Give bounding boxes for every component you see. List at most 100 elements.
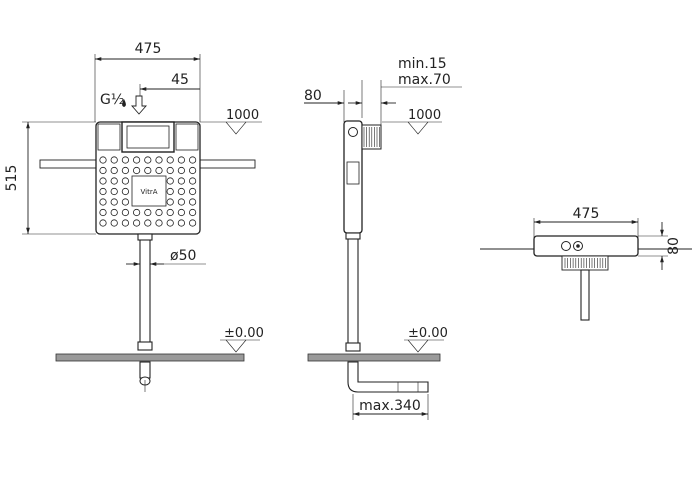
side-floor-level-marker: ±0.00 <box>404 326 448 353</box>
texture-dot <box>189 177 197 185</box>
offset-dimension: 45 <box>139 72 200 112</box>
top-outlet-dot <box>576 244 580 248</box>
top-flush-pipe <box>580 269 590 321</box>
brand-mark: VitrA <box>141 188 158 196</box>
inlet-label: G½ <box>100 92 124 108</box>
wall-gap-dimension: min.15 max.70 <box>348 56 462 126</box>
texture-dot <box>110 219 118 227</box>
right-bracket <box>175 123 199 151</box>
texture-dot <box>121 166 130 175</box>
right-mounting-bar <box>198 159 256 169</box>
depth-label: 80 <box>304 88 322 104</box>
inlet-arrow-icon <box>131 95 147 115</box>
texture-dot <box>110 198 118 206</box>
side-floor <box>307 353 441 362</box>
texture-dot <box>144 156 152 164</box>
min-label: min.15 <box>398 56 447 72</box>
texture-dot <box>121 156 130 164</box>
texture-dot <box>177 166 185 175</box>
texture-dot <box>177 177 185 185</box>
width-dimension: 475 <box>94 41 201 122</box>
texture-dot <box>99 208 107 217</box>
texture-dot <box>99 177 107 185</box>
width-label: 475 <box>135 41 162 57</box>
texture-dot <box>177 219 185 227</box>
top-depth-dimension: 80 <box>638 222 682 270</box>
height-label: 515 <box>4 165 20 192</box>
level-1000-label: 1000 <box>226 108 259 123</box>
top-view: 475 80 <box>480 206 692 321</box>
texture-dot <box>166 187 174 196</box>
offset-label: 45 <box>171 72 189 88</box>
top-connector-ribs <box>564 258 606 268</box>
texture-dot <box>189 166 197 175</box>
texture-dot <box>121 187 130 196</box>
texture-dot <box>121 177 130 185</box>
texture-dot <box>99 219 107 227</box>
water-drop-icon <box>122 99 126 107</box>
side-level-marker-1000: 1000 <box>382 108 442 135</box>
texture-dot <box>166 198 174 206</box>
side-floor-label: ±0.00 <box>408 326 448 341</box>
texture-dot <box>166 177 174 185</box>
height-dimension: 515 <box>4 121 96 235</box>
front-view: 475 45 G½ 515 1000 <box>4 41 264 392</box>
front-floor <box>55 353 245 362</box>
texture-dot <box>99 166 107 175</box>
water-inlet: G½ <box>100 92 147 115</box>
texture-dot <box>155 219 163 227</box>
texture-dot <box>133 166 141 175</box>
flush-valve-window <box>126 125 170 149</box>
top-width-dimension: 475 <box>533 206 639 238</box>
texture-dot <box>189 187 197 196</box>
texture-dot <box>121 198 130 206</box>
top-wall-connector <box>561 255 609 271</box>
front-floor-label: ±0.00 <box>224 326 264 341</box>
texture-dot <box>177 187 185 196</box>
top-width-label: 475 <box>573 206 600 222</box>
texture-dot <box>155 166 163 175</box>
left-mounting-bar <box>39 159 97 169</box>
texture-dot <box>133 208 141 217</box>
texture-dot <box>99 198 107 206</box>
texture-dot <box>133 156 141 164</box>
texture-dot <box>110 187 118 196</box>
texture-dot <box>133 219 141 227</box>
texture-dot <box>144 208 152 217</box>
brand-plate <box>131 175 167 207</box>
texture-dot <box>166 219 174 227</box>
side-label-plate <box>346 161 360 185</box>
texture-dot <box>155 156 163 164</box>
texture-dot <box>99 187 107 196</box>
depth-dimension: 80 <box>304 88 345 122</box>
front-floor-level-marker: ±0.00 <box>220 326 264 353</box>
top-inlet-circle <box>561 241 571 251</box>
texture-dot <box>121 219 130 227</box>
texture-dot <box>110 177 118 185</box>
texture-dot <box>177 198 185 206</box>
max-label: max.70 <box>398 72 451 88</box>
side-flush-pipe <box>345 232 429 393</box>
cistern-texture <box>99 156 197 227</box>
texture-dot <box>166 208 174 217</box>
texture-dot <box>99 156 107 164</box>
texture-dot <box>189 208 197 217</box>
texture-dot <box>110 166 118 175</box>
max-offset-dimension: max.340 <box>352 394 429 420</box>
texture-dot <box>189 219 197 227</box>
flush-pipe <box>137 233 153 392</box>
texture-dot <box>121 208 130 217</box>
texture-dot <box>177 156 185 164</box>
texture-dot <box>155 208 163 217</box>
texture-dot <box>189 198 197 206</box>
texture-dot <box>177 208 185 217</box>
side-valve-circle <box>348 127 358 137</box>
texture-dot <box>189 156 197 164</box>
pipe-diameter-dimension: ø50 <box>126 248 206 266</box>
side-level-1000-label: 1000 <box>408 108 441 123</box>
texture-dot <box>144 219 152 227</box>
side-view: min.15 max.70 80 1000 <box>304 56 462 420</box>
texture-dot <box>110 156 118 164</box>
texture-dot <box>166 156 174 164</box>
